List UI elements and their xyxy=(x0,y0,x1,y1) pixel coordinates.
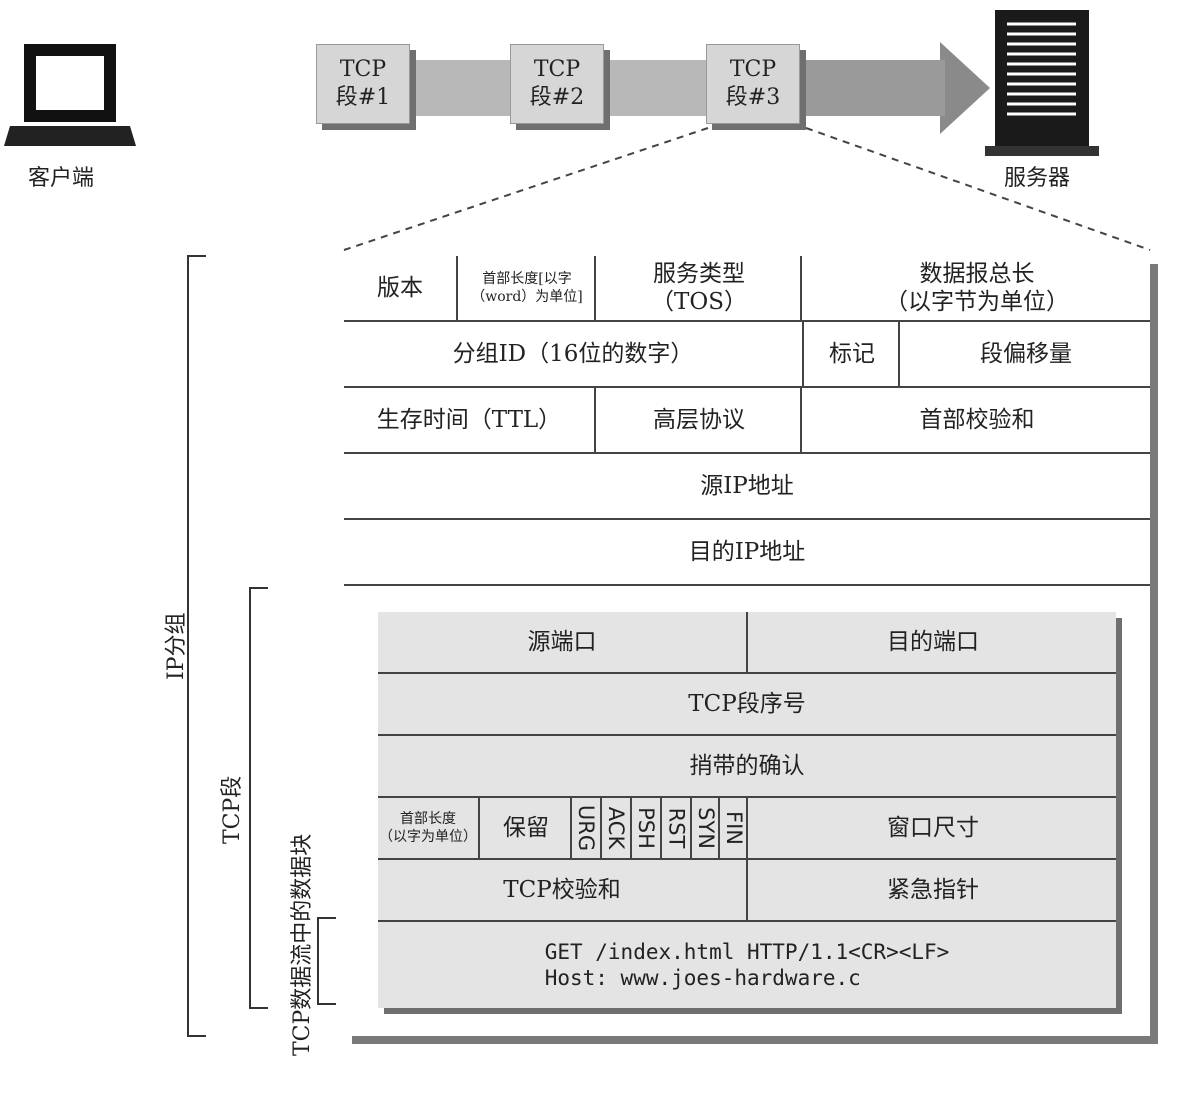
flag-fin-label: FIN xyxy=(722,811,747,845)
packet-id-cell: 分组ID（16位的数字） xyxy=(344,322,802,386)
flag-psh: PSH xyxy=(630,798,660,858)
tos-line2: （TOS） xyxy=(651,289,747,315)
flag-rst-label: RST xyxy=(664,807,688,849)
tcp-data-block: GET /index.html HTTP/1.1<CR><LF> Host: w… xyxy=(378,922,1116,1008)
tcp-header-length-line2: （以字为单位） xyxy=(379,829,477,845)
window-label: 窗口尺寸 xyxy=(887,815,979,841)
flag-syn-label: SYN xyxy=(694,807,718,849)
tcp-segment-3: TCP 段#3 xyxy=(706,44,800,124)
flag-syn: SYN xyxy=(690,798,720,858)
protocol-cell: 高层协议 xyxy=(594,388,802,452)
dest-ip-label: 目的IP地址 xyxy=(688,539,806,565)
flag-ack: ACK xyxy=(600,798,630,858)
tcp-segment-table: 源端口 目的端口 TCP段序号 捎带的确认 首部长度 （以字为单位） 保留 UR… xyxy=(378,612,1116,1008)
reserved-cell: 保留 xyxy=(478,798,572,858)
reserved-label: 保留 xyxy=(503,815,549,841)
flag-rst: RST xyxy=(660,798,690,858)
tos-line1: 服务类型 xyxy=(653,261,745,287)
window-cell: 窗口尺寸 xyxy=(746,798,1118,858)
dest-port-label: 目的端口 xyxy=(887,629,979,655)
segment-title: TCP xyxy=(729,57,777,82)
http-host-line: Host: www.joes-hardware.c xyxy=(544,966,861,990)
ip-row-1: 版本 首部长度[以字 （word）为单位] 服务类型 （TOS） 数据报总长 （… xyxy=(344,256,1150,322)
segment-number: 段#3 xyxy=(725,85,781,110)
flags-label: 标记 xyxy=(829,341,875,367)
total-length-line2: （以字节为单位） xyxy=(885,289,1069,315)
ip-checksum-cell: 首部校验和 xyxy=(800,388,1152,452)
ip-row-2: 分组ID（16位的数字） 标记 段偏移量 xyxy=(344,322,1150,388)
client-computer-icon xyxy=(4,44,136,146)
ack-cell: 捎带的确认 xyxy=(378,736,1116,796)
ip-packet-label: IP分组 xyxy=(164,612,189,681)
segment-number: 段#2 xyxy=(529,85,585,110)
tcp-header-length-cell: 首部长度 （以字为单位） xyxy=(378,798,478,858)
server-icon xyxy=(985,10,1099,156)
segment-title: TCP xyxy=(533,57,581,82)
tcp-segment-bracket xyxy=(249,587,268,1009)
protocol-label: 高层协议 xyxy=(653,407,745,433)
tcp-row-2: TCP段序号 xyxy=(378,674,1116,736)
http-request-text: GET /index.html HTTP/1.1<CR><LF> Host: w… xyxy=(545,939,950,991)
source-port-cell: 源端口 xyxy=(378,612,746,672)
tcp-row-5: TCP校验和 紧急指针 xyxy=(378,860,1116,922)
ip-checksum-label: 首部校验和 xyxy=(919,407,1035,433)
data-chunk-label: TCP数据流中的数据块 xyxy=(290,833,315,1056)
source-ip-label: 源IP地址 xyxy=(700,473,794,499)
flag-ack-label: ACK xyxy=(604,806,628,850)
flag-fin: FIN xyxy=(718,798,748,858)
ip-row-5: 目的IP地址 xyxy=(344,520,1150,586)
flag-urg-label: URG xyxy=(574,804,598,852)
tcp-checksum-label: TCP校验和 xyxy=(503,877,621,903)
flag-psh-label: PSH xyxy=(634,807,659,849)
flow-graphics xyxy=(4,10,1151,251)
urgent-pointer-label: 紧急指针 xyxy=(887,877,979,903)
zoom-lines xyxy=(343,127,1151,251)
urgent-pointer-cell: 紧急指针 xyxy=(746,860,1118,920)
ack-label: 捎带的确认 xyxy=(689,753,805,779)
source-ip-cell: 源IP地址 xyxy=(344,454,1150,518)
http-request-line: GET /index.html HTTP/1.1<CR><LF> xyxy=(544,940,950,964)
tcp-row-1: 源端口 目的端口 xyxy=(378,612,1116,674)
version-label: 版本 xyxy=(377,275,423,301)
segment-number: 段#1 xyxy=(335,85,391,110)
flow-arrow xyxy=(330,42,990,134)
server-label: 服务器 xyxy=(1004,166,1071,191)
seq-label: TCP段序号 xyxy=(688,691,806,717)
packet-id-label: 分组ID（16位的数字） xyxy=(452,341,694,367)
tcp-row-3: 捎带的确认 xyxy=(378,736,1116,798)
tcp-header-length-line1: 首部长度 xyxy=(400,811,456,827)
tcp-segment-2: TCP 段#2 xyxy=(510,44,604,124)
ip-header-length-line2: （word）为单位] xyxy=(471,289,583,305)
tcp-checksum-cell: TCP校验和 xyxy=(378,860,746,920)
version-cell: 版本 xyxy=(344,256,456,320)
data-chunk-bracket xyxy=(317,917,336,1005)
total-length-line1: 数据报总长 xyxy=(919,261,1035,287)
source-port-label: 源端口 xyxy=(527,629,597,655)
tcp-segment-1: TCP 段#1 xyxy=(316,44,410,124)
dest-ip-cell: 目的IP地址 xyxy=(344,520,1150,584)
tcp-row-4: 首部长度 （以字为单位） 保留 URG ACK PSH RST SYN FIN … xyxy=(378,798,1116,860)
total-length-cell: 数据报总长 （以字节为单位） xyxy=(800,256,1152,320)
fragment-offset-label: 段偏移量 xyxy=(980,341,1072,367)
fragment-offset-cell: 段偏移量 xyxy=(898,322,1152,386)
seq-cell: TCP段序号 xyxy=(378,674,1116,734)
ip-header-length-cell: 首部长度[以字 （word）为单位] xyxy=(456,256,596,320)
ip-header-length-line1: 首部长度[以字 xyxy=(482,271,572,287)
ip-packet-bracket xyxy=(187,255,206,1037)
flag-urg: URG xyxy=(570,798,600,858)
brackets xyxy=(187,255,336,1037)
ip-row-3: 生存时间（TTL） 高层协议 首部校验和 xyxy=(344,388,1150,454)
ttl-cell: 生存时间（TTL） xyxy=(344,388,594,452)
client-label: 客户端 xyxy=(28,166,95,191)
tcp-segment-label: TCP段 xyxy=(220,775,245,844)
tos-cell: 服务类型 （TOS） xyxy=(594,256,802,320)
flags-cell: 标记 xyxy=(802,322,900,386)
dest-port-cell: 目的端口 xyxy=(746,612,1118,672)
ip-row-4: 源IP地址 xyxy=(344,454,1150,520)
segment-title: TCP xyxy=(339,57,387,82)
ttl-label: 生存时间（TTL） xyxy=(376,407,562,433)
